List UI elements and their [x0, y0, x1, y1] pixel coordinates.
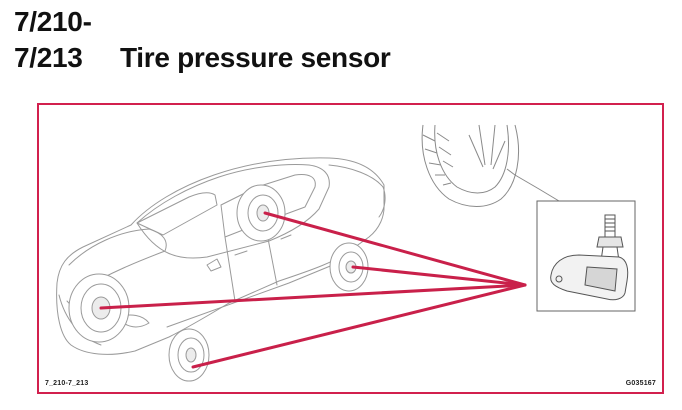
tire-detail-drawing [421, 124, 560, 207]
sensor-valve-threads [605, 218, 615, 232]
sensor-detail [536, 200, 636, 312]
section-code-end: 7/213 [14, 42, 83, 73]
tire-sensor-illustration [56, 124, 636, 382]
sensor-screw [555, 275, 563, 283]
sensor-nut [596, 236, 624, 248]
pointer-front-left [99, 283, 527, 310]
car-mirror [206, 258, 222, 272]
car-roof [136, 164, 330, 259]
pointer-lines [99, 211, 527, 369]
figure-frame: 7_210-7_213 G035167 [37, 103, 664, 394]
page-title: Tire pressure sensor [120, 42, 391, 73]
figure-caption-left: 7_210-7_213 [45, 380, 89, 387]
wheel-front-right [168, 328, 210, 382]
car-hood [68, 228, 167, 290]
tire-outer [421, 124, 520, 207]
wheel-rear-right [329, 242, 369, 292]
sensor-housing-face [584, 266, 618, 292]
tire-tread-2 [436, 132, 454, 168]
figure-caption-right: G035167 [625, 380, 656, 387]
wheel-rear-left [236, 184, 286, 242]
detail-leader [514, 174, 560, 202]
heading-line-2: 7/213 Tire pressure sensor [14, 40, 674, 76]
rim-spokes [468, 124, 506, 170]
section-code-start: 7/210- [14, 6, 92, 37]
pointer-rear-right [351, 265, 527, 287]
car-side-window-rear [256, 174, 316, 222]
wheel-front-left [68, 273, 130, 343]
pointer-rear-left [263, 211, 527, 287]
pointer-front-right [191, 283, 527, 369]
car-wheels [68, 184, 369, 382]
car-sill [166, 254, 358, 328]
car-door-handle-2 [280, 234, 292, 240]
car-windshield [136, 192, 218, 236]
heading: 7/210- 7/213 Tire pressure sensor [14, 4, 674, 76]
tire-tread-1 [422, 134, 452, 186]
car-rear [328, 164, 386, 218]
car-door-line-1 [224, 236, 236, 302]
car-door-handle-1 [234, 250, 248, 256]
valve-stem [506, 168, 516, 176]
heading-line-1: 7/210- [14, 4, 674, 40]
tire-inner [434, 124, 509, 194]
car-body-outline [56, 157, 385, 355]
